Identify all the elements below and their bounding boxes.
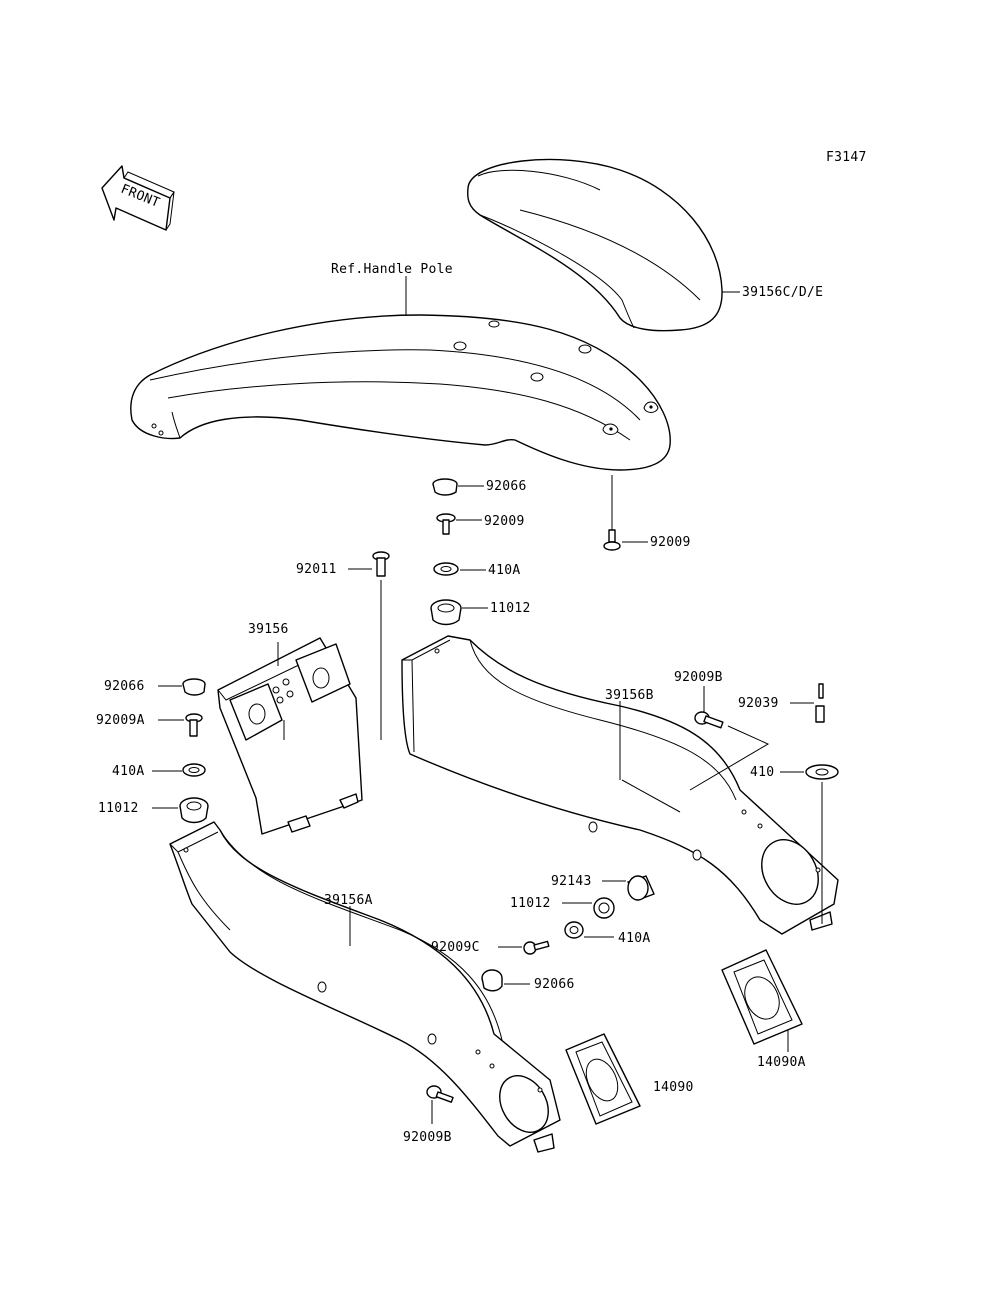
label-bolt-92009b-top: 92009B	[674, 670, 723, 685]
label-bolt-92009b-bottom: 92009B	[403, 1130, 452, 1145]
label-ref-handle-pole: Ref.Handle Pole	[331, 262, 453, 277]
spacer-92143	[627, 875, 655, 901]
grommet-left	[179, 797, 209, 824]
washer-left	[182, 763, 206, 777]
label-grommet-mid: 11012	[510, 896, 551, 911]
washer-410	[805, 764, 839, 780]
label-washer-top: 410A	[488, 563, 521, 578]
label-washer-left: 410A	[112, 764, 145, 779]
pad-left	[169, 821, 561, 1153]
cover-14090a	[721, 949, 803, 1045]
label-pad-center: 39156	[248, 622, 289, 637]
bolt-92009b-bottom	[426, 1085, 454, 1103]
grommet-top	[430, 599, 462, 626]
bolt-92009c	[523, 940, 550, 955]
fender-handle-pole	[130, 314, 671, 471]
washer-top	[433, 562, 459, 576]
label-plug-mid: 92066	[534, 977, 575, 992]
label-pad-left: 39156A	[324, 893, 373, 908]
label-bolt-top: 92009	[484, 514, 525, 529]
label-grommet-left: 11012	[98, 801, 139, 816]
label-pin-92039: 92039	[738, 696, 779, 711]
cover-14090	[565, 1033, 641, 1125]
label-washer-410: 410	[750, 765, 774, 780]
plug-top	[432, 478, 458, 496]
figure-code: F3147	[826, 150, 867, 165]
label-plug-left: 92066	[104, 679, 145, 694]
plug-mid	[481, 969, 503, 992]
label-spacer-92143: 92143	[551, 874, 592, 889]
bolt-right	[603, 529, 621, 551]
label-bolt-92011: 92011	[296, 562, 337, 577]
label-bolt-left: 92009A	[96, 713, 145, 728]
label-pad-right: 39156B	[605, 688, 654, 703]
label-grommet-top: 11012	[490, 601, 531, 616]
label-plug-top: 92066	[486, 479, 527, 494]
front-arrow-icon: FRONT	[101, 165, 175, 231]
washer-mid	[564, 921, 584, 939]
seat-cushion	[467, 158, 723, 332]
bolt-92009b-top	[694, 711, 724, 729]
bolt-left	[185, 713, 203, 737]
pad-center	[217, 637, 363, 835]
pad-right	[401, 635, 839, 935]
label-cover-14090a: 14090A	[757, 1055, 806, 1070]
plug-left	[182, 678, 206, 696]
pin-92039	[815, 683, 825, 723]
label-bolt-right: 92009	[650, 535, 691, 550]
label-bolt-92009c: 92009C	[431, 940, 480, 955]
label-washer-mid: 410A	[618, 931, 651, 946]
bolt-top	[436, 513, 456, 535]
bolt-92011	[372, 551, 390, 577]
grommet-mid	[593, 897, 615, 919]
label-cover-14090: 14090	[653, 1080, 694, 1095]
label-seat-cushion: 39156C/D/E	[742, 285, 823, 300]
